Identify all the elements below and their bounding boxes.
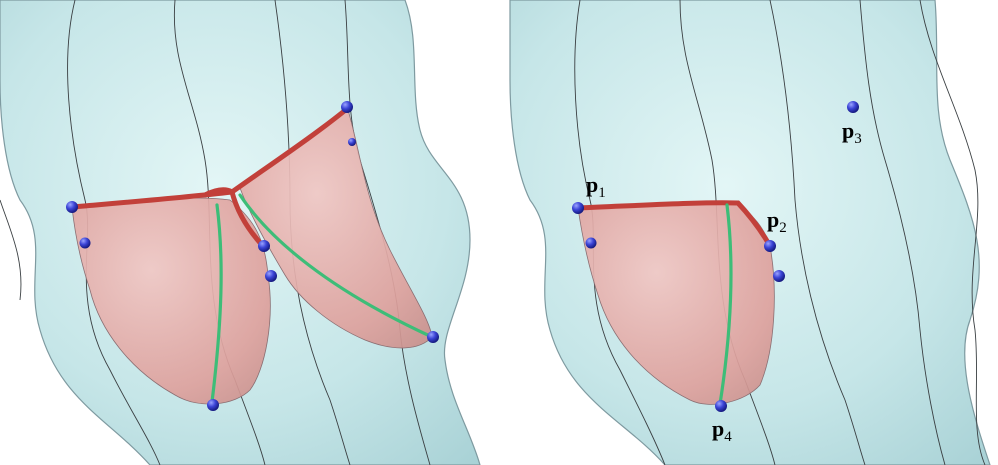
marker xyxy=(427,331,439,343)
marker xyxy=(66,201,78,213)
marker xyxy=(348,138,356,146)
marker xyxy=(265,270,277,282)
marker-p1 xyxy=(572,202,584,214)
marker-p3 xyxy=(847,101,859,113)
marker xyxy=(80,238,91,249)
right-panel: p1 p2 p3 p4 xyxy=(510,0,990,465)
marker xyxy=(258,240,270,252)
marker xyxy=(207,399,219,411)
marker xyxy=(586,238,597,249)
marker xyxy=(773,270,785,282)
left-panel xyxy=(0,0,480,465)
marker-p4 xyxy=(715,400,727,412)
marker-p2 xyxy=(764,240,776,252)
marker xyxy=(341,101,353,113)
